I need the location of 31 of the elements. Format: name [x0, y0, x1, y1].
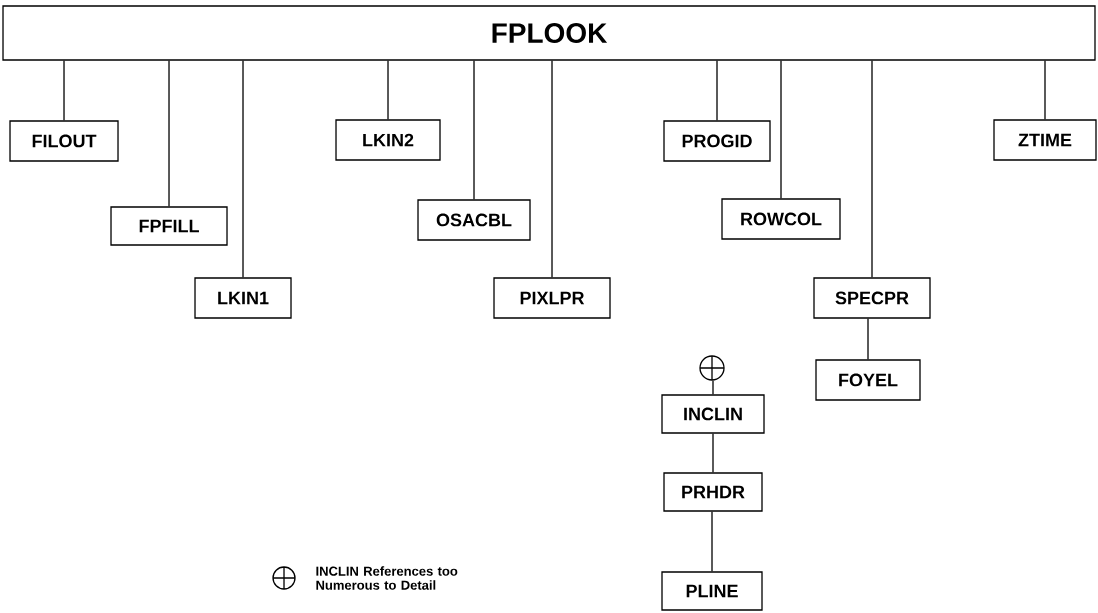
- connector-line: [716, 60, 718, 121]
- cross-circle-symbol: [699, 355, 725, 381]
- connector-line: [711, 511, 713, 572]
- connector-line: [551, 60, 553, 278]
- connector-line: [871, 60, 873, 278]
- module-box: FPFILL: [110, 206, 228, 246]
- module-box: LKIN2: [335, 119, 441, 161]
- connector-line: [168, 60, 170, 207]
- module-box: PIXLPR: [493, 277, 611, 319]
- module-box: ROWCOL: [721, 198, 841, 240]
- connector-line: [387, 60, 389, 120]
- module-box: FILOUT: [9, 120, 119, 162]
- module-box: OSACBL: [417, 199, 531, 241]
- connector-line: [867, 318, 869, 360]
- connector-line: [712, 433, 714, 473]
- module-box: PROGID: [663, 120, 771, 162]
- module-box: PRHDR: [663, 472, 763, 512]
- module-box: PLINE: [661, 571, 763, 611]
- module-box: LKIN1: [194, 277, 292, 319]
- module-box: ZTIME: [993, 119, 1097, 161]
- module-box: SPECPR: [813, 277, 931, 319]
- legend-note: INCLIN References too Numerous to Detail: [316, 566, 458, 590]
- connector-line: [242, 60, 244, 278]
- module-box: INCLIN: [661, 394, 765, 434]
- connector-line: [712, 380, 714, 395]
- module-box: FOYEL: [815, 359, 921, 401]
- connector-line: [1044, 60, 1046, 120]
- connector-line: [473, 60, 475, 200]
- connector-line: [63, 60, 65, 121]
- title-bar: FPLOOK: [2, 5, 1096, 61]
- connector-line: [780, 60, 782, 199]
